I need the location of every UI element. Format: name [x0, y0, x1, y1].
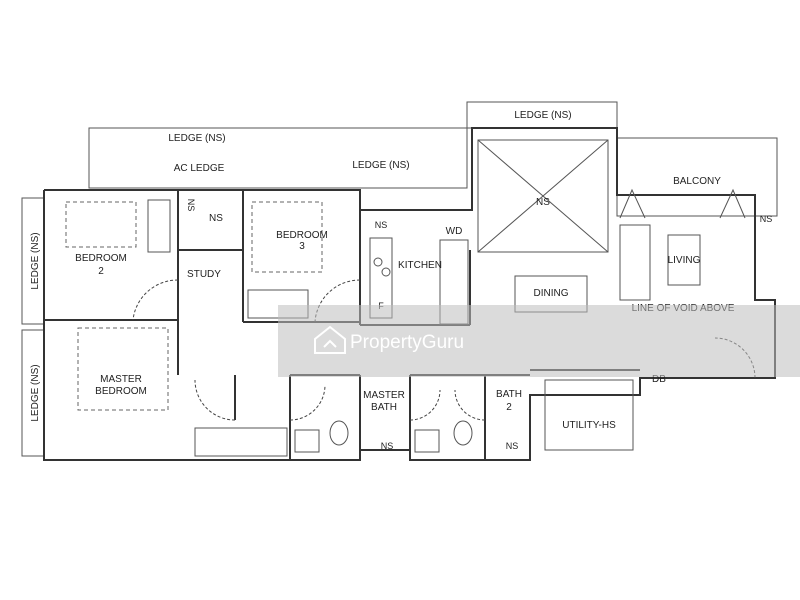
bedroom-2-number: 2: [98, 266, 104, 277]
utility-label: UTILITY-HS: [562, 420, 616, 431]
ns-master-bath-label: NS: [381, 441, 394, 451]
bath-2-label-1: BATH: [496, 389, 522, 400]
ledge-left-lower-label: LEDGE (NS): [30, 364, 41, 421]
master-bedroom-label-1: MASTER: [100, 374, 142, 385]
db-label: DB: [652, 374, 666, 385]
ledge-outlines: [21, 101, 778, 457]
ledge-top-right-label: LEDGE (NS): [514, 110, 571, 121]
master-bath-label-2: BATH: [371, 402, 397, 413]
bedroom-3-label: BEDROOM: [276, 230, 328, 241]
master-bedroom-label-2: BEDROOM: [95, 386, 147, 397]
balcony-label: BALCONY: [673, 176, 721, 187]
wd-label: WD: [446, 226, 463, 237]
living-label: LIVING: [668, 255, 701, 266]
watermark: PropertyGuru: [278, 305, 800, 377]
outer-walls: [43, 127, 776, 461]
propertyguru-logo-icon: [314, 325, 346, 354]
ledge-top-left-label: LEDGE (NS): [168, 133, 225, 144]
study-label: STUDY: [187, 269, 221, 280]
ns-kitchen-label: NS: [375, 220, 388, 230]
master-bath-label-1: MASTER: [363, 390, 405, 401]
ledge-top-mid-label: LEDGE (NS): [352, 160, 409, 171]
bedroom-2-label: BEDROOM: [75, 253, 127, 264]
ns-void-label: NS: [536, 197, 550, 208]
bath-2-label-2: 2: [506, 402, 512, 413]
ns-store-label: NS: [209, 213, 223, 224]
watermark-text: PropertyGuru: [350, 332, 464, 353]
ns-closet-label: NS: [186, 199, 196, 212]
room-labels: LEDGE (NS) AC LEDGE LEDGE (NS) LEDGE (NS…: [30, 110, 772, 451]
kitchen-label: KITCHEN: [398, 260, 442, 271]
ns-balcony-label: NS: [760, 214, 773, 224]
ledge-left-upper-label: LEDGE (NS): [30, 232, 41, 289]
fixtures: [65, 139, 746, 457]
dining-label: DINING: [534, 288, 569, 299]
ac-ledge-label: AC LEDGE: [174, 163, 225, 174]
watermark-band: [278, 305, 800, 377]
ns-bath-2-label: NS: [506, 441, 519, 451]
bedroom-3-number: 3: [299, 241, 305, 252]
